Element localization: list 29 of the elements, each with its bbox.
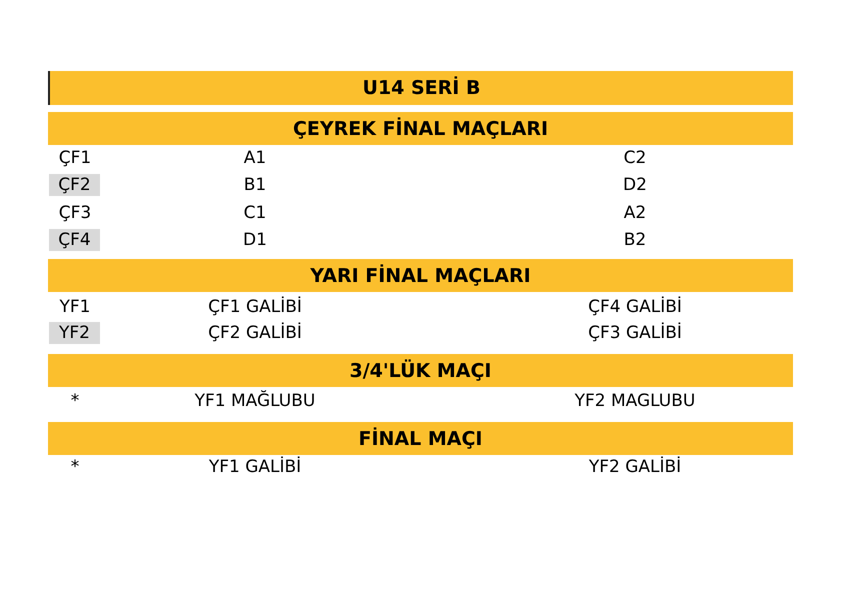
match-code: ÇF2 bbox=[49, 174, 100, 196]
team-name: YF2 MAGLUBU bbox=[574, 390, 696, 412]
team-name: A1 bbox=[242, 147, 268, 169]
team-name: YF1 MAĞLUBU bbox=[194, 390, 316, 412]
team-name: D2 bbox=[622, 174, 648, 196]
match-code: YF2 bbox=[49, 322, 100, 344]
team-name: YF1 GALİBİ bbox=[208, 456, 302, 478]
match-code: ÇF4 bbox=[49, 229, 100, 251]
team-name: ÇF4 GALİBİ bbox=[587, 296, 683, 318]
section-header-band: 3/4'LÜK MAÇI bbox=[48, 354, 793, 387]
team-name: B1 bbox=[242, 174, 268, 196]
team-name: C2 bbox=[622, 147, 648, 169]
section-header-band: FİNAL MAÇI bbox=[48, 422, 793, 455]
team-name: ÇF3 GALİBİ bbox=[587, 322, 683, 344]
match-code: YF1 bbox=[58, 296, 92, 318]
team-name: A2 bbox=[622, 202, 648, 224]
section-header-band: YARI FİNAL MAÇLARI bbox=[48, 259, 793, 292]
team-name: C1 bbox=[242, 202, 268, 224]
title-band: U14 SERİ B bbox=[48, 71, 793, 105]
match-code: ÇF3 bbox=[58, 202, 92, 224]
section-header-band: ÇEYREK FİNAL MAÇLARI bbox=[48, 112, 793, 145]
match-code: * bbox=[70, 390, 80, 412]
team-name: ÇF1 GALİBİ bbox=[207, 296, 303, 318]
team-name: D1 bbox=[242, 229, 268, 251]
match-code: * bbox=[70, 456, 80, 478]
team-name: YF2 GALİBİ bbox=[588, 456, 682, 478]
match-code: ÇF1 bbox=[58, 147, 92, 169]
team-name: B2 bbox=[622, 229, 648, 251]
team-name: ÇF2 GALİBİ bbox=[207, 322, 303, 344]
